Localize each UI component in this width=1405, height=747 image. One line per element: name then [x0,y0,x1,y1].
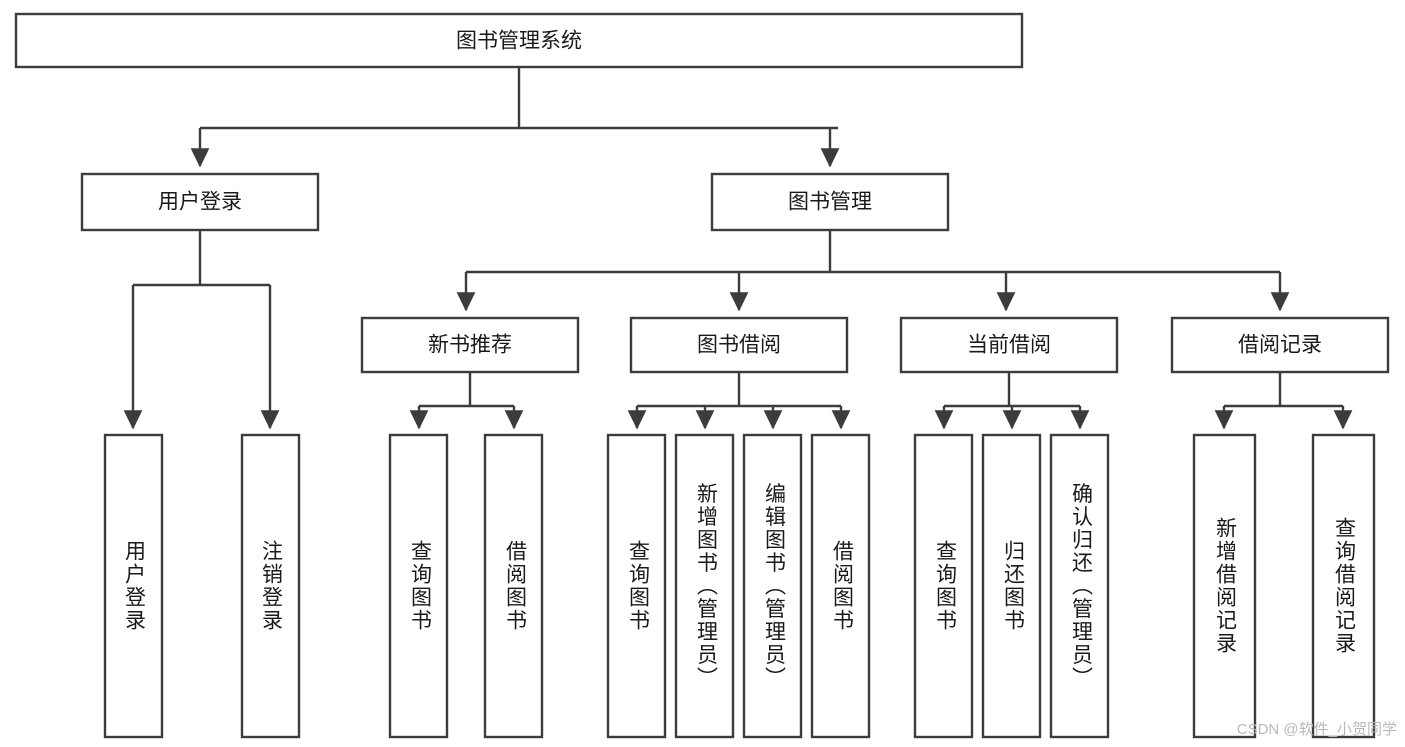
node-book-management-box[interactable] [710,172,950,232]
node-leaf-query-record[interactable]: 查询借阅记录 [1311,433,1376,739]
node-leaf-edit-book[interactable]: 编辑图书（管理员） [742,433,803,739]
node-leaf-query-book-2-box[interactable] [606,433,667,739]
node-leaf-query-book-1-box[interactable] [388,433,449,739]
node-leaf-logout-box[interactable] [240,433,301,739]
node-leaf-query-record-box[interactable] [1311,433,1376,739]
node-leaf-borrow-book-2-box[interactable] [810,433,871,739]
node-leaf-confirm-return-label: 确认归还（管理员） [1069,483,1093,690]
node-user-login-box[interactable] [80,172,320,232]
node-leaf-user-login-box[interactable] [103,433,164,739]
node-leaf-borrow-book-1-box[interactable] [483,433,544,739]
node-leaf-user-login[interactable]: 用户登录 [103,433,164,739]
node-book-management[interactable]: 图书管理 [710,172,950,232]
node-root-box[interactable] [14,12,1024,69]
node-leaf-logout[interactable]: 注销登录 [240,433,301,739]
node-user-login-label: 用户登录 [158,191,242,214]
node-borrow-record-box[interactable] [1170,316,1390,374]
connector-group-user-login [123,230,280,430]
node-borrow-record[interactable]: 借阅记录 [1170,316,1390,374]
node-leaf-add-record[interactable]: 新增借阅记录 [1192,433,1257,739]
connector-group-borrow-record [1214,372,1353,430]
node-leaf-query-book-3-label: 查询图书 [933,540,957,632]
node-book-borrow[interactable]: 图书借阅 [629,316,849,374]
node-leaf-borrow-book-1-label: 借阅图书 [503,540,527,632]
node-leaf-return-book-label: 归还图书 [1001,540,1025,632]
node-current-borrow[interactable]: 当前借阅 [899,316,1119,374]
node-leaf-query-book-3-box[interactable] [913,433,974,739]
node-leaf-return-book-box[interactable] [981,433,1042,739]
connector-group-book-management [456,230,1290,312]
node-leaf-borrow-book-2[interactable]: 借阅图书 [810,433,871,739]
node-new-book-recommend-box[interactable] [360,316,580,374]
connector-group-book-borrow [627,372,851,430]
node-leaf-query-book-2-label: 查询图书 [626,540,650,632]
node-leaf-return-book[interactable]: 归还图书 [981,433,1042,739]
connector-group-root [190,66,840,168]
node-leaf-add-book-box[interactable] [674,433,735,739]
node-new-book-recommend-label: 新书推荐 [428,334,512,357]
node-root-label: 图书管理系统 [456,30,582,53]
node-book-borrow-box[interactable] [629,316,849,374]
node-book-management-label: 图书管理 [788,191,872,214]
node-root[interactable]: 图书管理系统 [14,12,1024,69]
node-user-login[interactable]: 用户登录 [80,172,320,232]
node-current-borrow-label: 当前借阅 [967,334,1051,357]
node-borrow-record-label: 借阅记录 [1238,334,1322,357]
node-book-borrow-label: 图书借阅 [697,334,781,357]
node-leaf-query-book-1[interactable]: 查询图书 [388,433,449,739]
node-leaf-query-book-3[interactable]: 查询图书 [913,433,974,739]
node-leaf-edit-book-label: 编辑图书（管理员） [762,483,786,690]
node-current-borrow-box[interactable] [899,316,1119,374]
connector-group-new-book-recommend [409,372,524,430]
connector-group-current-borrow [934,372,1090,430]
node-leaf-confirm-return-box[interactable] [1049,433,1110,739]
node-leaf-user-login-label: 用户登录 [122,540,146,632]
node-leaf-add-book-label: 新增图书（管理员） [694,483,718,690]
node-leaf-edit-book-box[interactable] [742,433,803,739]
node-leaf-logout-label: 注销登录 [259,540,283,632]
node-leaf-confirm-return[interactable]: 确认归还（管理员） [1049,433,1110,739]
node-leaf-query-record-label: 查询借阅记录 [1332,517,1356,655]
node-leaf-add-record-label: 新增借阅记录 [1213,517,1237,655]
node-leaf-add-book[interactable]: 新增图书（管理员） [674,433,735,739]
node-leaf-query-book-1-label: 查询图书 [408,540,432,632]
node-leaf-borrow-book-1[interactable]: 借阅图书 [483,433,544,739]
node-leaf-borrow-book-2-label: 借阅图书 [830,540,854,632]
node-new-book-recommend[interactable]: 新书推荐 [360,316,580,374]
node-leaf-add-record-box[interactable] [1192,433,1257,739]
node-leaf-query-book-2[interactable]: 查询图书 [606,433,667,739]
